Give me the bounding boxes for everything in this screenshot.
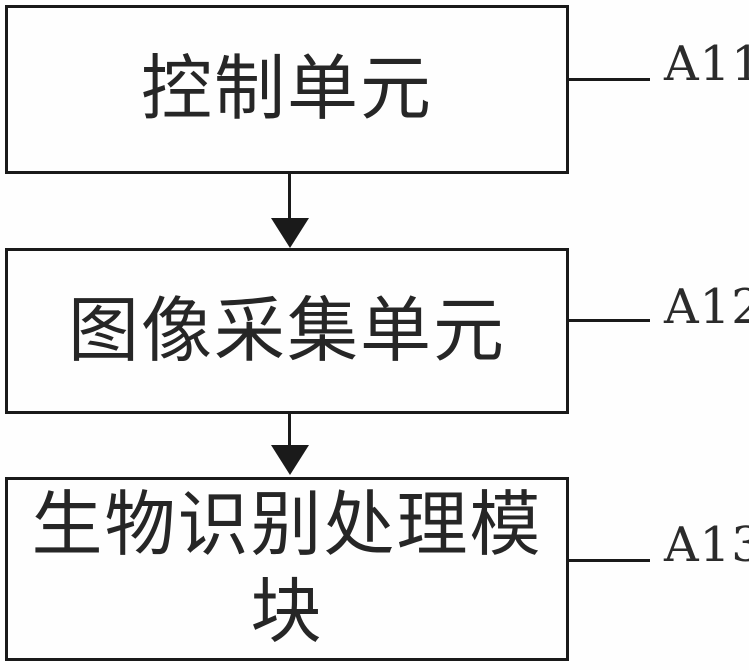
node-image-capture-unit-label: 图像采集单元 <box>67 288 506 372</box>
ref-connector-a13 <box>566 559 650 562</box>
ref-label-a13: A13 <box>664 517 749 573</box>
arrow-line-2 <box>288 414 291 447</box>
ref-label-a11: A11 <box>664 36 749 92</box>
node-biometric-processing-module-label: 生物识别处理模块 <box>31 483 543 653</box>
arrow-line-1 <box>288 174 291 220</box>
node-image-capture-unit: 图像采集单元 <box>5 248 569 414</box>
arrow-down-icon <box>271 445 309 475</box>
node-control-unit: 控制单元 <box>5 5 569 174</box>
node-control-unit-label: 控制单元 <box>140 47 433 131</box>
ref-connector-a11 <box>566 78 650 81</box>
ref-connector-a12 <box>566 319 650 322</box>
node-biometric-processing-module: 生物识别处理模块 <box>5 477 569 661</box>
ref-label-a12: A12 <box>664 279 749 335</box>
arrow-down-icon <box>271 218 309 248</box>
